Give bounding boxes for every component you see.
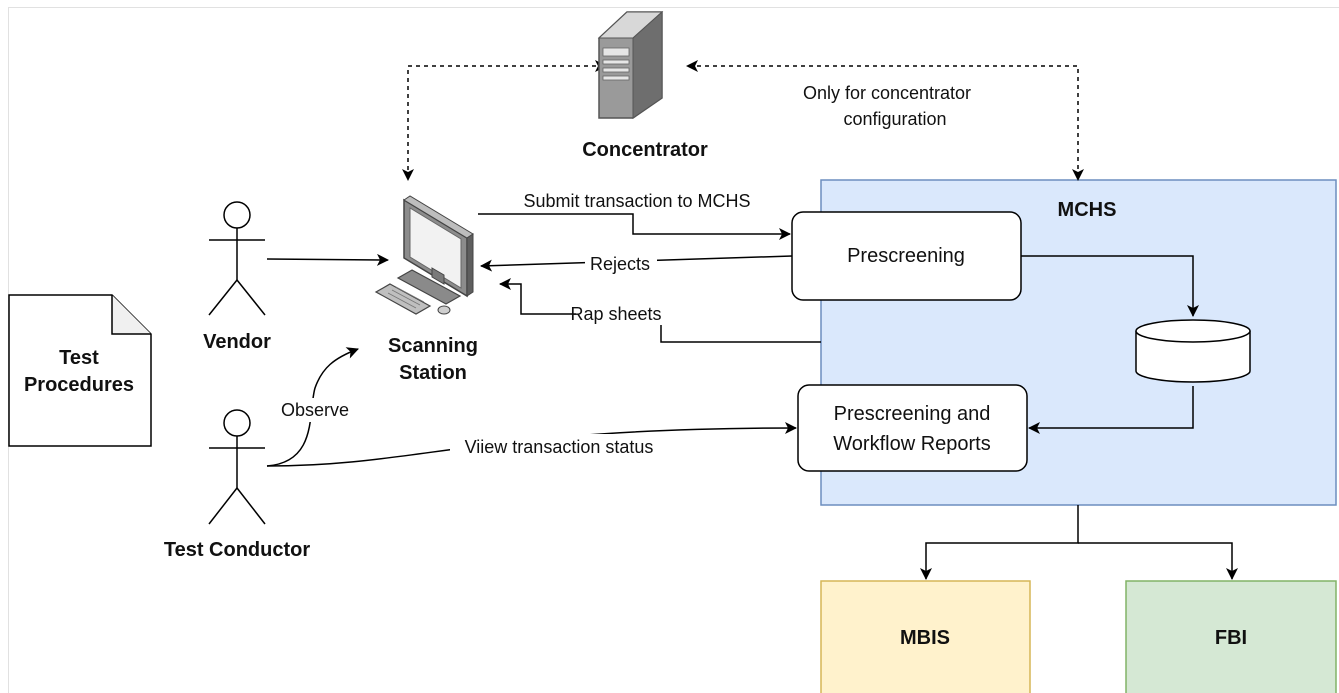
mchs-label: MCHS (1058, 199, 1117, 221)
computer-icon (374, 195, 474, 315)
edge-concentrator-scanning (402, 60, 607, 181)
edge-concentrator-mchs (686, 60, 1084, 181)
vendor-label: Vendor (203, 331, 271, 353)
scanning-station-label-line2: Station (399, 362, 467, 384)
edge-observe (266, 347, 359, 467)
edge-rejects-label: Rejects (590, 254, 650, 274)
edge-view-status-label: Viiew transaction status (465, 437, 654, 457)
fbi-label: FBI (1215, 627, 1247, 649)
document-fold (111, 295, 151, 335)
server-icon (597, 10, 664, 119)
edge-submit-label: Submit transaction to MCHS (523, 191, 750, 211)
edge-observe-label: Observe (281, 400, 349, 420)
reports-label-line2: Workflow Reports (833, 433, 990, 455)
reports-label-line1: Prescreening and (834, 403, 991, 425)
edge-rap-sheets-label: Rap sheets (570, 304, 661, 324)
prescreening-label: Prescreening (847, 245, 965, 267)
concentrator-note-line1: Only for concentrator (803, 83, 971, 103)
edge-mchs-mbis (920, 505, 1079, 580)
test-conductor-label: Test Conductor (164, 539, 311, 561)
edge-mchs-fbi (1078, 542, 1238, 580)
mbis-label: MBIS (900, 627, 950, 649)
edge-database-reports (1028, 386, 1194, 434)
concentrator-note-line2: configuration (843, 109, 946, 129)
concentrator-label: Concentrator (582, 139, 708, 161)
database-icon (1135, 319, 1251, 383)
test-procedures-label-line2: Procedures (24, 374, 134, 396)
test-conductor-actor-icon (208, 409, 266, 525)
mbis-box[interactable] (820, 580, 1031, 693)
test-procedures-label-line1: Test (59, 347, 99, 369)
edge-vendor-scanning (266, 253, 389, 266)
fbi-box[interactable] (1125, 580, 1337, 693)
edge-submit (478, 213, 791, 240)
vendor-actor-icon (208, 201, 266, 316)
scanning-station-label-line1: Scanning (388, 335, 478, 357)
reports-box[interactable] (797, 384, 1028, 472)
edge-prescreening-database (1021, 255, 1199, 317)
